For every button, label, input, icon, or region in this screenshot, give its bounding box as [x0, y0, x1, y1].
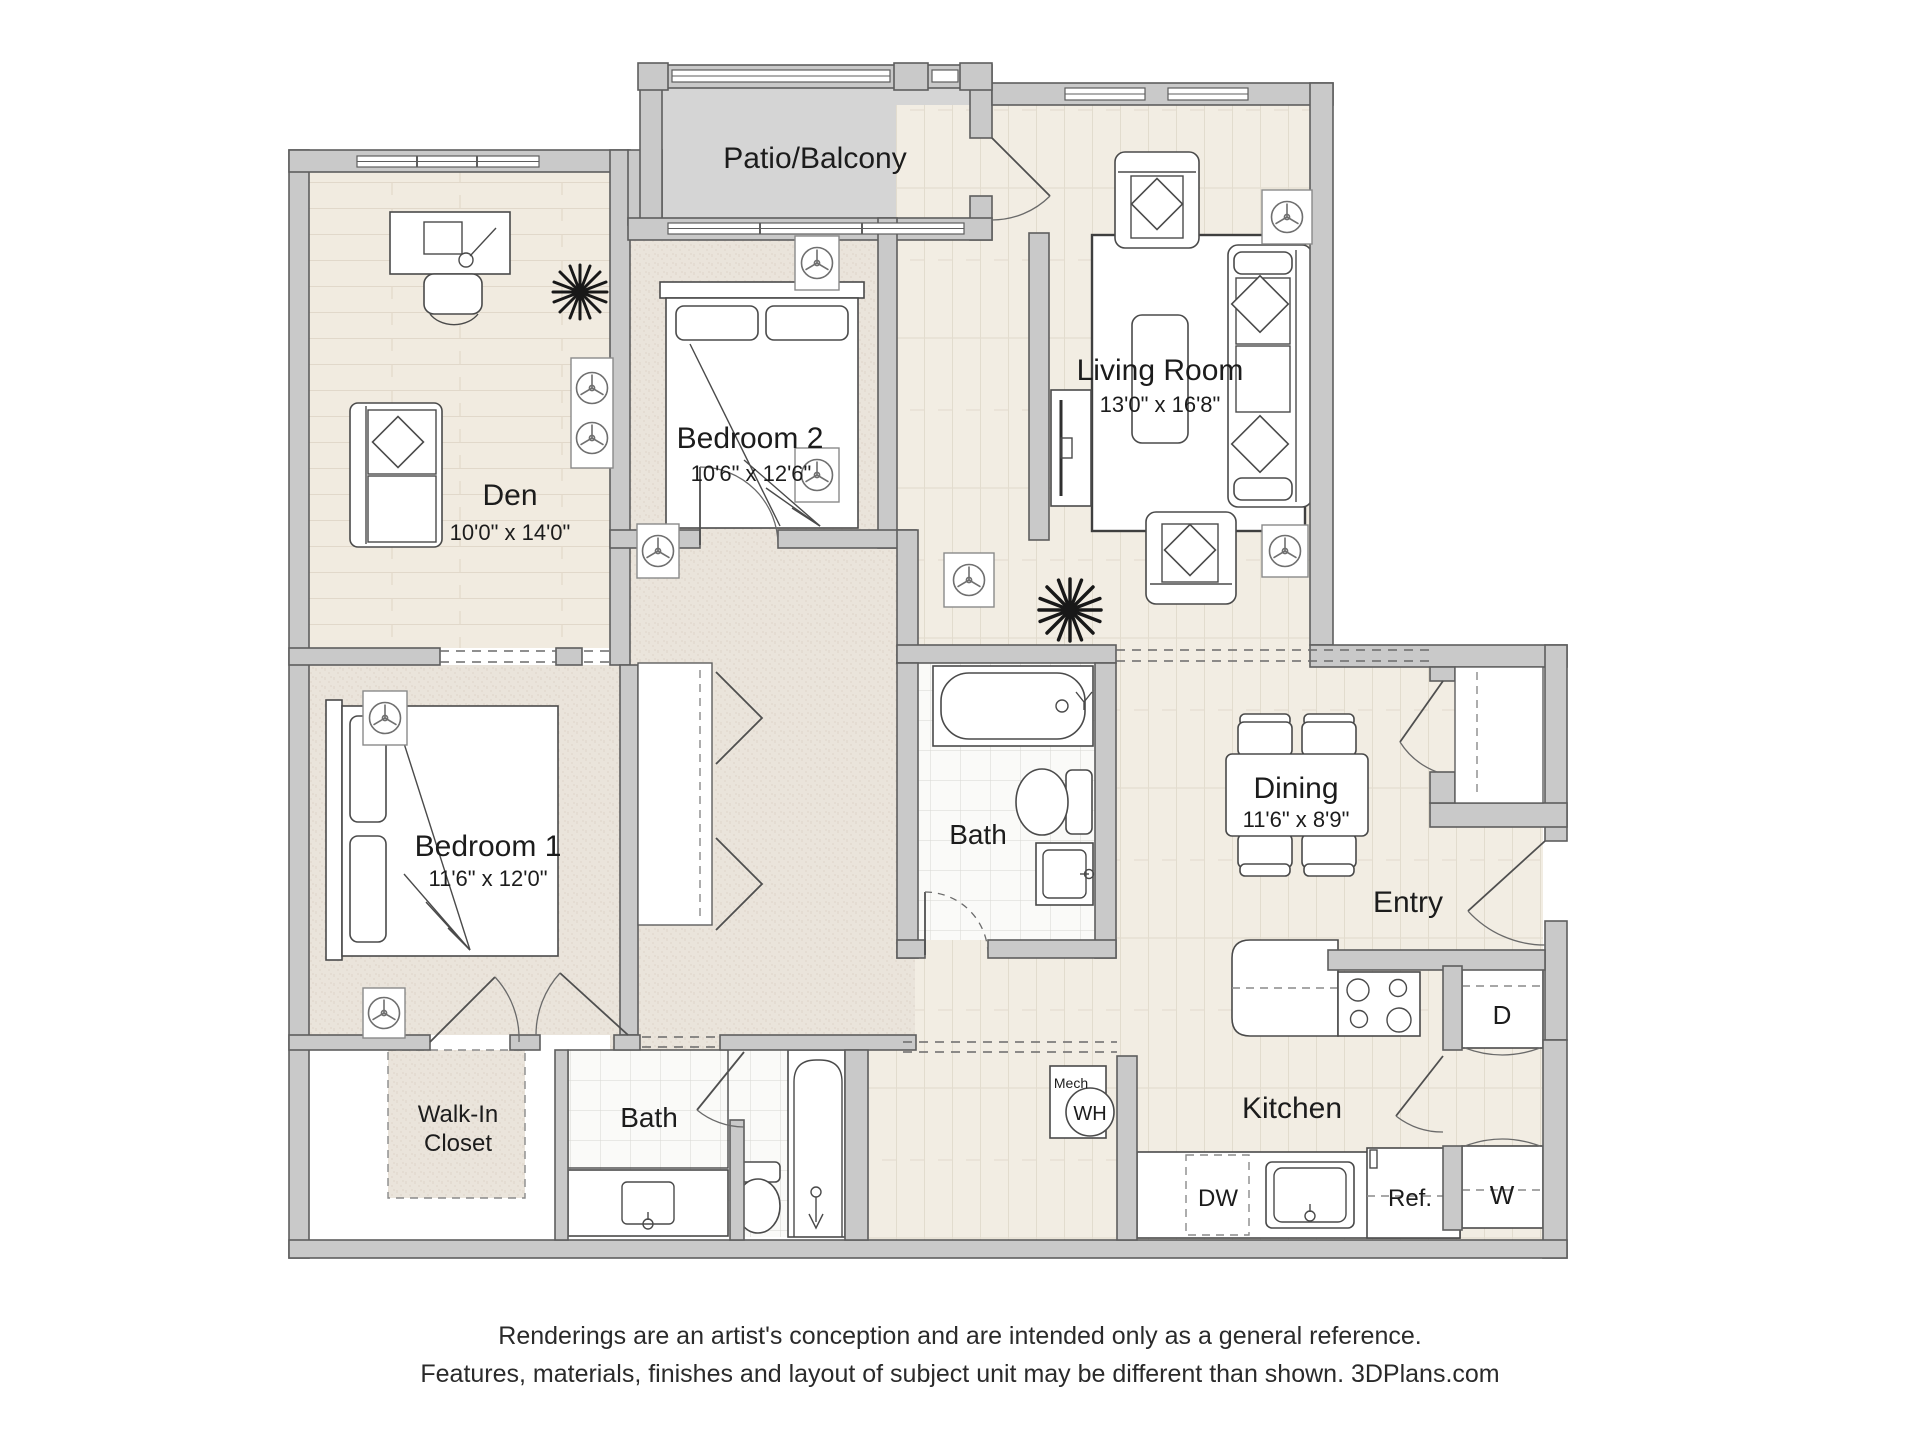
water-heater-label: WH: [1073, 1103, 1106, 1125]
bath-lower-vanity: [567, 1169, 729, 1237]
bedroom2-dims: 10'6" x 12'6": [691, 461, 812, 486]
dining-label: Dining: [1253, 772, 1338, 805]
bedroom1-label: Bedroom 1: [415, 830, 562, 863]
windows: [356, 69, 1249, 235]
refrigerator-label: Ref.: [1388, 1185, 1432, 1212]
mech-label: Mech: [1054, 1075, 1088, 1091]
doors: [429, 137, 1546, 1133]
bedroom2-door: [699, 466, 779, 546]
patio-door: [991, 137, 1051, 221]
disclaimer-line-1: Renderings are an artist's conception an…: [498, 1322, 1421, 1350]
labels: Patio/Balcony Living Room 13'0" x 16'8" …: [415, 142, 1515, 1388]
ceiling-fixtures: [362, 189, 1313, 1039]
bedroom1-door: [535, 972, 629, 1036]
mech-room: [1049, 1065, 1115, 1139]
bedroom2-label: Bedroom 2: [677, 422, 824, 455]
entry-label: Entry: [1373, 886, 1443, 919]
bath-lower-toilet: [735, 1161, 781, 1234]
bath-lower-label: Bath: [620, 1102, 678, 1133]
bath-middle-door: [924, 891, 989, 956]
dryer-label: D: [1493, 1000, 1512, 1030]
plant-icon: [1037, 577, 1103, 643]
bath-lower-door: [696, 1051, 745, 1128]
kitchen-label: Kitchen: [1242, 1092, 1342, 1125]
den-dims: 10'0" x 14'0": [450, 520, 571, 545]
bedroom2-bed: [659, 281, 865, 529]
den-window: [356, 155, 540, 168]
living-tv-console: [1050, 389, 1092, 507]
bath-middle-vanity: [1035, 842, 1095, 906]
living-windows: [1064, 87, 1249, 101]
den-chair: [423, 273, 483, 315]
patio-lower-window: [667, 222, 965, 235]
living-sofa: [1227, 244, 1313, 508]
entry-closet-door: [1399, 680, 1444, 773]
entry-closet: [1454, 666, 1544, 804]
den-desk-lamp: [469, 227, 497, 257]
patio-window-band: [671, 69, 959, 83]
living-armchair-top: [1114, 151, 1200, 249]
cased-openings: [440, 649, 1430, 1053]
walk-in-closet-door: [429, 976, 520, 1043]
entry-door: [1467, 840, 1546, 946]
living-dims: 13'0" x 16'8": [1100, 392, 1221, 417]
living-coffee-table: [1131, 314, 1189, 444]
dryer-unit: [1461, 965, 1544, 1056]
washer-unit: [1461, 1138, 1544, 1229]
walls: [288, 62, 1568, 1259]
dining-dims: 11'6" x 8'9": [1243, 807, 1350, 832]
plant-icon: [551, 263, 609, 321]
living-label: Living Room: [1077, 354, 1244, 387]
walk-in-closet-label-1: Walk-In: [418, 1101, 498, 1128]
den-label: Den: [482, 479, 537, 512]
bath-middle-tub: [932, 665, 1094, 747]
kitchen-stove: [1337, 971, 1421, 1037]
disclaimer-line-2: Features, materials, finishes and layout…: [420, 1360, 1499, 1388]
dining-set: [1225, 713, 1369, 877]
furniture: [325, 151, 1544, 1239]
patio-label: Patio/Balcony: [723, 142, 906, 175]
bedroom1-bed: [325, 699, 559, 961]
dishwasher-label: DW: [1198, 1185, 1238, 1212]
bath-middle-toilet: [1015, 768, 1093, 836]
living-armchair-bottom: [1145, 511, 1237, 605]
walk-in-closet-pad: [387, 1049, 526, 1199]
walk-in-closet-label-2: Closet: [424, 1130, 492, 1157]
hall-closet: [637, 662, 713, 926]
bath-middle-label: Bath: [949, 819, 1007, 850]
bath-lower-tub: [787, 1049, 846, 1238]
den-monitor: [423, 221, 463, 255]
washer-label: W: [1490, 1180, 1515, 1210]
den-sofa: [349, 402, 443, 548]
bedroom1-dims: 11'6" x 12'0": [428, 866, 547, 891]
hall-closet-doors: [715, 671, 764, 931]
laundry-door: [1395, 1055, 1444, 1133]
kitchen-peninsula: [1231, 939, 1339, 1037]
